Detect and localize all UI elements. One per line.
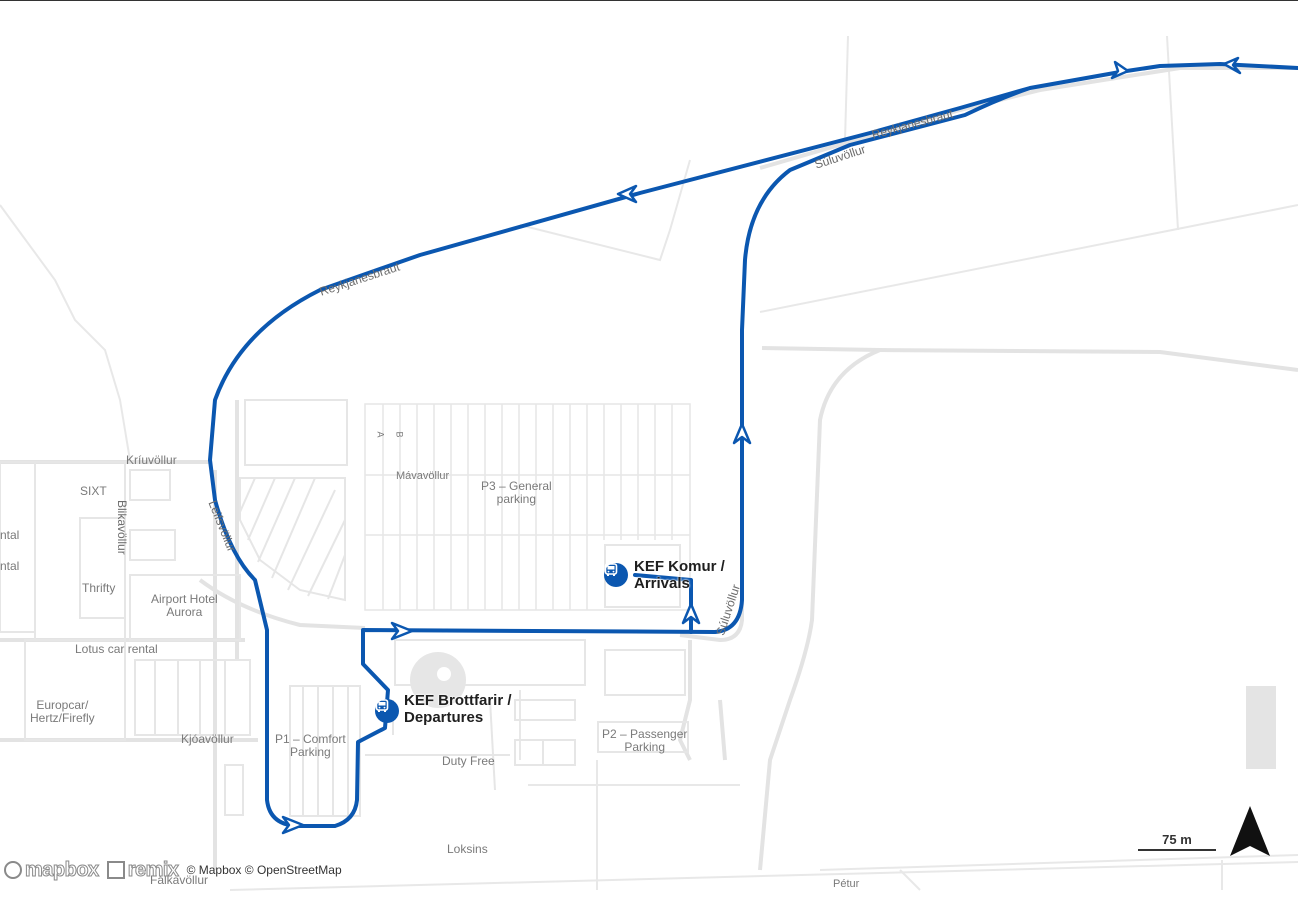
- direction-arrows: [281, 56, 1242, 835]
- place-label-p3: P3 – General parking: [481, 479, 552, 506]
- minor-roads: [0, 35, 1298, 891]
- mapbox-logo[interactable]: mapbox: [4, 858, 100, 882]
- diagonal-parking: [239, 477, 346, 602]
- place-label-loksins: Loksins: [447, 842, 488, 856]
- place-label-thrifty: Thrifty: [82, 581, 116, 595]
- place-label-p1: P1 – Comfort Parking: [275, 732, 346, 759]
- roundabout: [410, 652, 466, 708]
- place-label-duty-free: Duty Free: [442, 754, 495, 768]
- road-label-blikavollur: Blikavöllur: [115, 500, 129, 555]
- place-label-sixt: SIXT: [80, 484, 107, 498]
- place-label-europcar: Europcar/ Hertz/Firefly: [30, 698, 95, 725]
- map-attribution: mapbox remix © Mapbox © OpenStreetMap: [4, 858, 342, 882]
- stop-label-arrivals[interactable]: KEF Komur / Arrivals: [634, 558, 725, 592]
- bus-stop-icon[interactable]: [375, 699, 399, 723]
- stop-label-departures[interactable]: KEF Brottfarir / Departures: [404, 692, 512, 726]
- place-label-p2: P2 – Passenger Parking: [602, 727, 688, 754]
- p3-parking-grid: [364, 403, 691, 611]
- place-label-peturs: Pétur: [833, 878, 860, 890]
- building-outlines: [0, 399, 689, 817]
- place-label-falkavollur: Fálkavöllur: [150, 873, 209, 887]
- place-label-kriuvollur: Kríuvöllur: [126, 453, 177, 467]
- bus-stop-icon[interactable]: [604, 563, 628, 587]
- remix-logo[interactable]: remix: [106, 858, 180, 882]
- building-block: [1246, 686, 1276, 769]
- mapbox-icon: [4, 861, 22, 879]
- scale-bar: 75 m: [1138, 832, 1216, 851]
- place-label-mavavollur: Mávavöllur: [396, 470, 450, 482]
- route-line[interactable]: [208, 62, 1298, 828]
- scale-bar-line: [1138, 849, 1216, 851]
- place-label-row-a: A: [375, 431, 386, 438]
- place-label-kjoavollur: Kjóavöllur: [181, 732, 234, 746]
- scale-label: 75 m: [1162, 832, 1192, 847]
- attribution-text[interactable]: © Mapbox © OpenStreetMap: [186, 863, 342, 877]
- place-label-airport-hotel: Airport Hotel Aurora: [151, 592, 218, 619]
- place-label-rental: ntal: [0, 528, 20, 542]
- place-label-row-b: B: [394, 431, 405, 438]
- remix-icon: [106, 861, 125, 879]
- place-label-lotus: Lotus car rental: [75, 642, 158, 656]
- place-label-rental: ntal: [0, 559, 20, 573]
